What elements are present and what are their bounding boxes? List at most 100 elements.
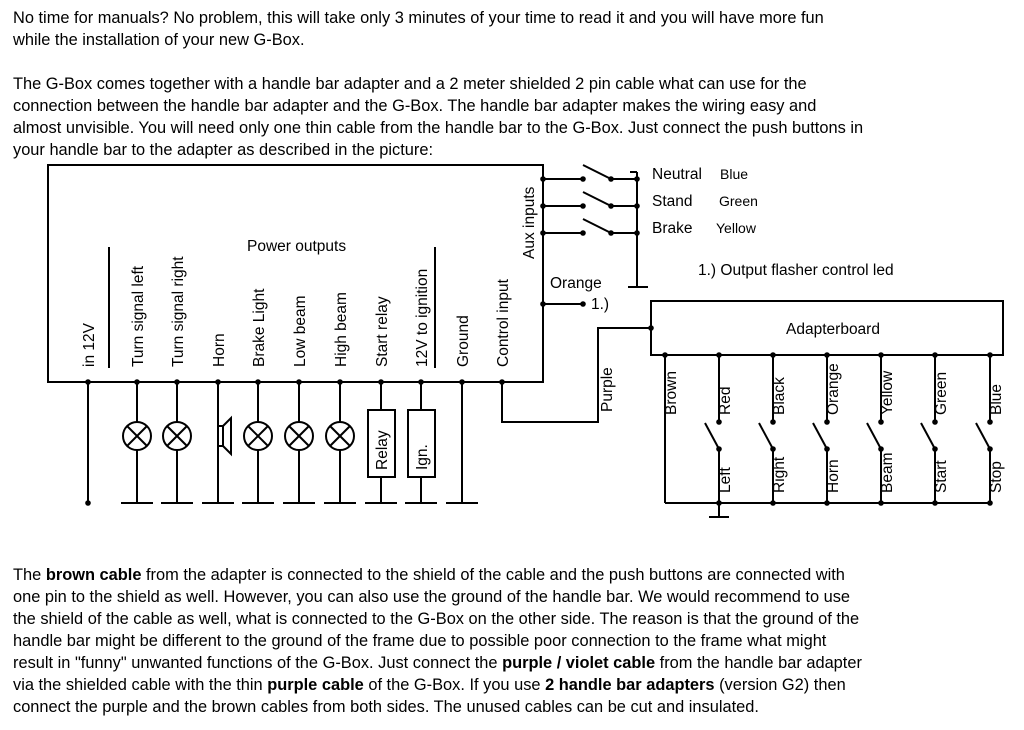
button-label: Left [717,466,734,493]
pin-label: Start relay [374,296,391,367]
lamp-icon [288,425,310,447]
pin-label: High beam [333,292,350,367]
text-line: connect the purple and the brown cables … [13,697,759,717]
text-segment: the shield of the cable as well, what is… [13,610,860,628]
junction-dot [580,176,586,182]
gbox-outline [47,164,544,383]
aux-wire-color: Yellow [716,220,757,236]
bold-text: purple cable [267,676,364,694]
push-button-switch [866,422,882,450]
button-label: Stop [988,461,1005,493]
text-segment: connection between the handle bar adapte… [13,97,817,115]
aux-inputs-label: Aux inputs [521,186,538,259]
text-segment: one pin to the shield as well. However, … [13,588,851,606]
text-segment: handle bar might be different to the gro… [13,632,827,650]
horn-icon [217,425,224,447]
wire-color-label: Brown [663,371,680,415]
button-label: Right [771,456,788,493]
push-button-switch [812,422,828,450]
pin-label: Control input [495,278,512,367]
power-outputs-label: Power outputs [247,238,346,255]
wire-color-label: Green [933,372,950,415]
junction-dot [878,419,884,425]
orange-label: Orange [550,275,602,292]
box-label: Ign. [414,444,431,470]
lamp-icon [122,421,152,451]
text-segment: (version G2) then [714,676,846,694]
pin-label: Horn [211,333,228,367]
lamp-icon [325,421,355,451]
text-segment: almost unvisible. You will need only one… [13,119,864,137]
text-segment: The [13,566,46,584]
text-segment: from the handle bar adapter [655,654,862,672]
text-line: handle bar might be different to the gro… [13,631,826,651]
lamp-icon [329,425,351,447]
pin-label: Turn signal right [170,256,187,367]
text-line: result in "funny" unwanted functions of … [13,653,862,673]
purple-label: Purple [599,367,616,412]
text-line: one pin to the shield as well. However, … [13,587,850,607]
aux-switch-name: Stand [652,193,693,210]
switch-icon [582,164,610,179]
orange-ref: 1.) [591,296,609,313]
wire-color-label: Blue [988,384,1005,415]
text-line: your handle bar to the adapter as descri… [13,140,433,160]
button-label: Horn [825,459,842,493]
junction-dot [580,301,586,307]
aux-switch-name: Neutral [652,166,702,183]
aux-wire-color: Blue [720,166,748,182]
purple-wire [501,327,651,423]
text-line: The brown cable from the adapter is conn… [13,565,845,585]
adapterboard-label: Adapterboard [786,321,880,338]
text-segment: result in "funny" unwanted functions of … [13,654,503,672]
bold-text: 2 handle bar adapters [545,676,715,694]
box-label: Relay [374,430,391,470]
junction-dot [987,419,993,425]
text-segment: your handle bar to the adapter as descri… [13,141,434,159]
button-label: Beam [879,453,896,494]
push-button-switch [920,422,936,450]
pin-label: Low beam [292,295,309,367]
aux-switch-name: Brake [652,220,693,237]
wire-color-label: Yellow [879,370,896,415]
text-segment: No time for manuals? No problem, this wi… [13,9,824,27]
bold-text: purple / violet cable [502,654,656,672]
junction-dot [580,230,586,236]
text-segment: from the adapter is connected to the shi… [141,566,845,584]
horn-icon [222,415,232,457]
text-segment: of the G-Box. If you use [363,676,546,694]
junction-dot [580,203,586,209]
pin-label: in 12V [81,322,98,367]
switch-icon [582,218,610,233]
pin-label: Brake Light [251,288,268,367]
button-label: Start [933,460,950,493]
text-segment: connect the purple and the brown cables … [13,698,759,716]
junction-dot [932,419,938,425]
relay-box [367,409,396,478]
text-line: connection between the handle bar adapte… [13,96,816,116]
text-line: No time for manuals? No problem, this wi… [13,8,824,28]
text-line: The G-Box comes together with a handle b… [13,74,807,94]
bold-text: brown cable [45,566,142,584]
wire-color-label: Red [717,387,734,415]
text-segment: while the installation of your new G-Box… [13,31,305,49]
junction-dot [770,419,776,425]
pin-label: Turn signal left [130,265,147,367]
junction-dot [716,419,722,425]
text-line: while the installation of your new G-Box… [13,30,305,50]
lamp-icon [162,421,192,451]
wire-color-label: Orange [825,363,842,415]
lamp-icon [284,421,314,451]
lamp-icon [166,425,188,447]
text-line: via the shielded cable with the thin pur… [13,675,846,695]
text-segment: The G-Box comes together with a handle b… [13,75,807,93]
wire-color-label: Black [771,377,788,415]
pin-label: 12V to ignition [414,269,431,367]
text-line: almost unvisible. You will need only one… [13,118,863,138]
push-button-switch [704,422,720,450]
junction-dot [85,500,91,506]
push-button-switch [975,422,991,450]
aux-wire-color: Green [719,193,758,209]
text-line: the shield of the cable as well, what is… [13,609,859,629]
